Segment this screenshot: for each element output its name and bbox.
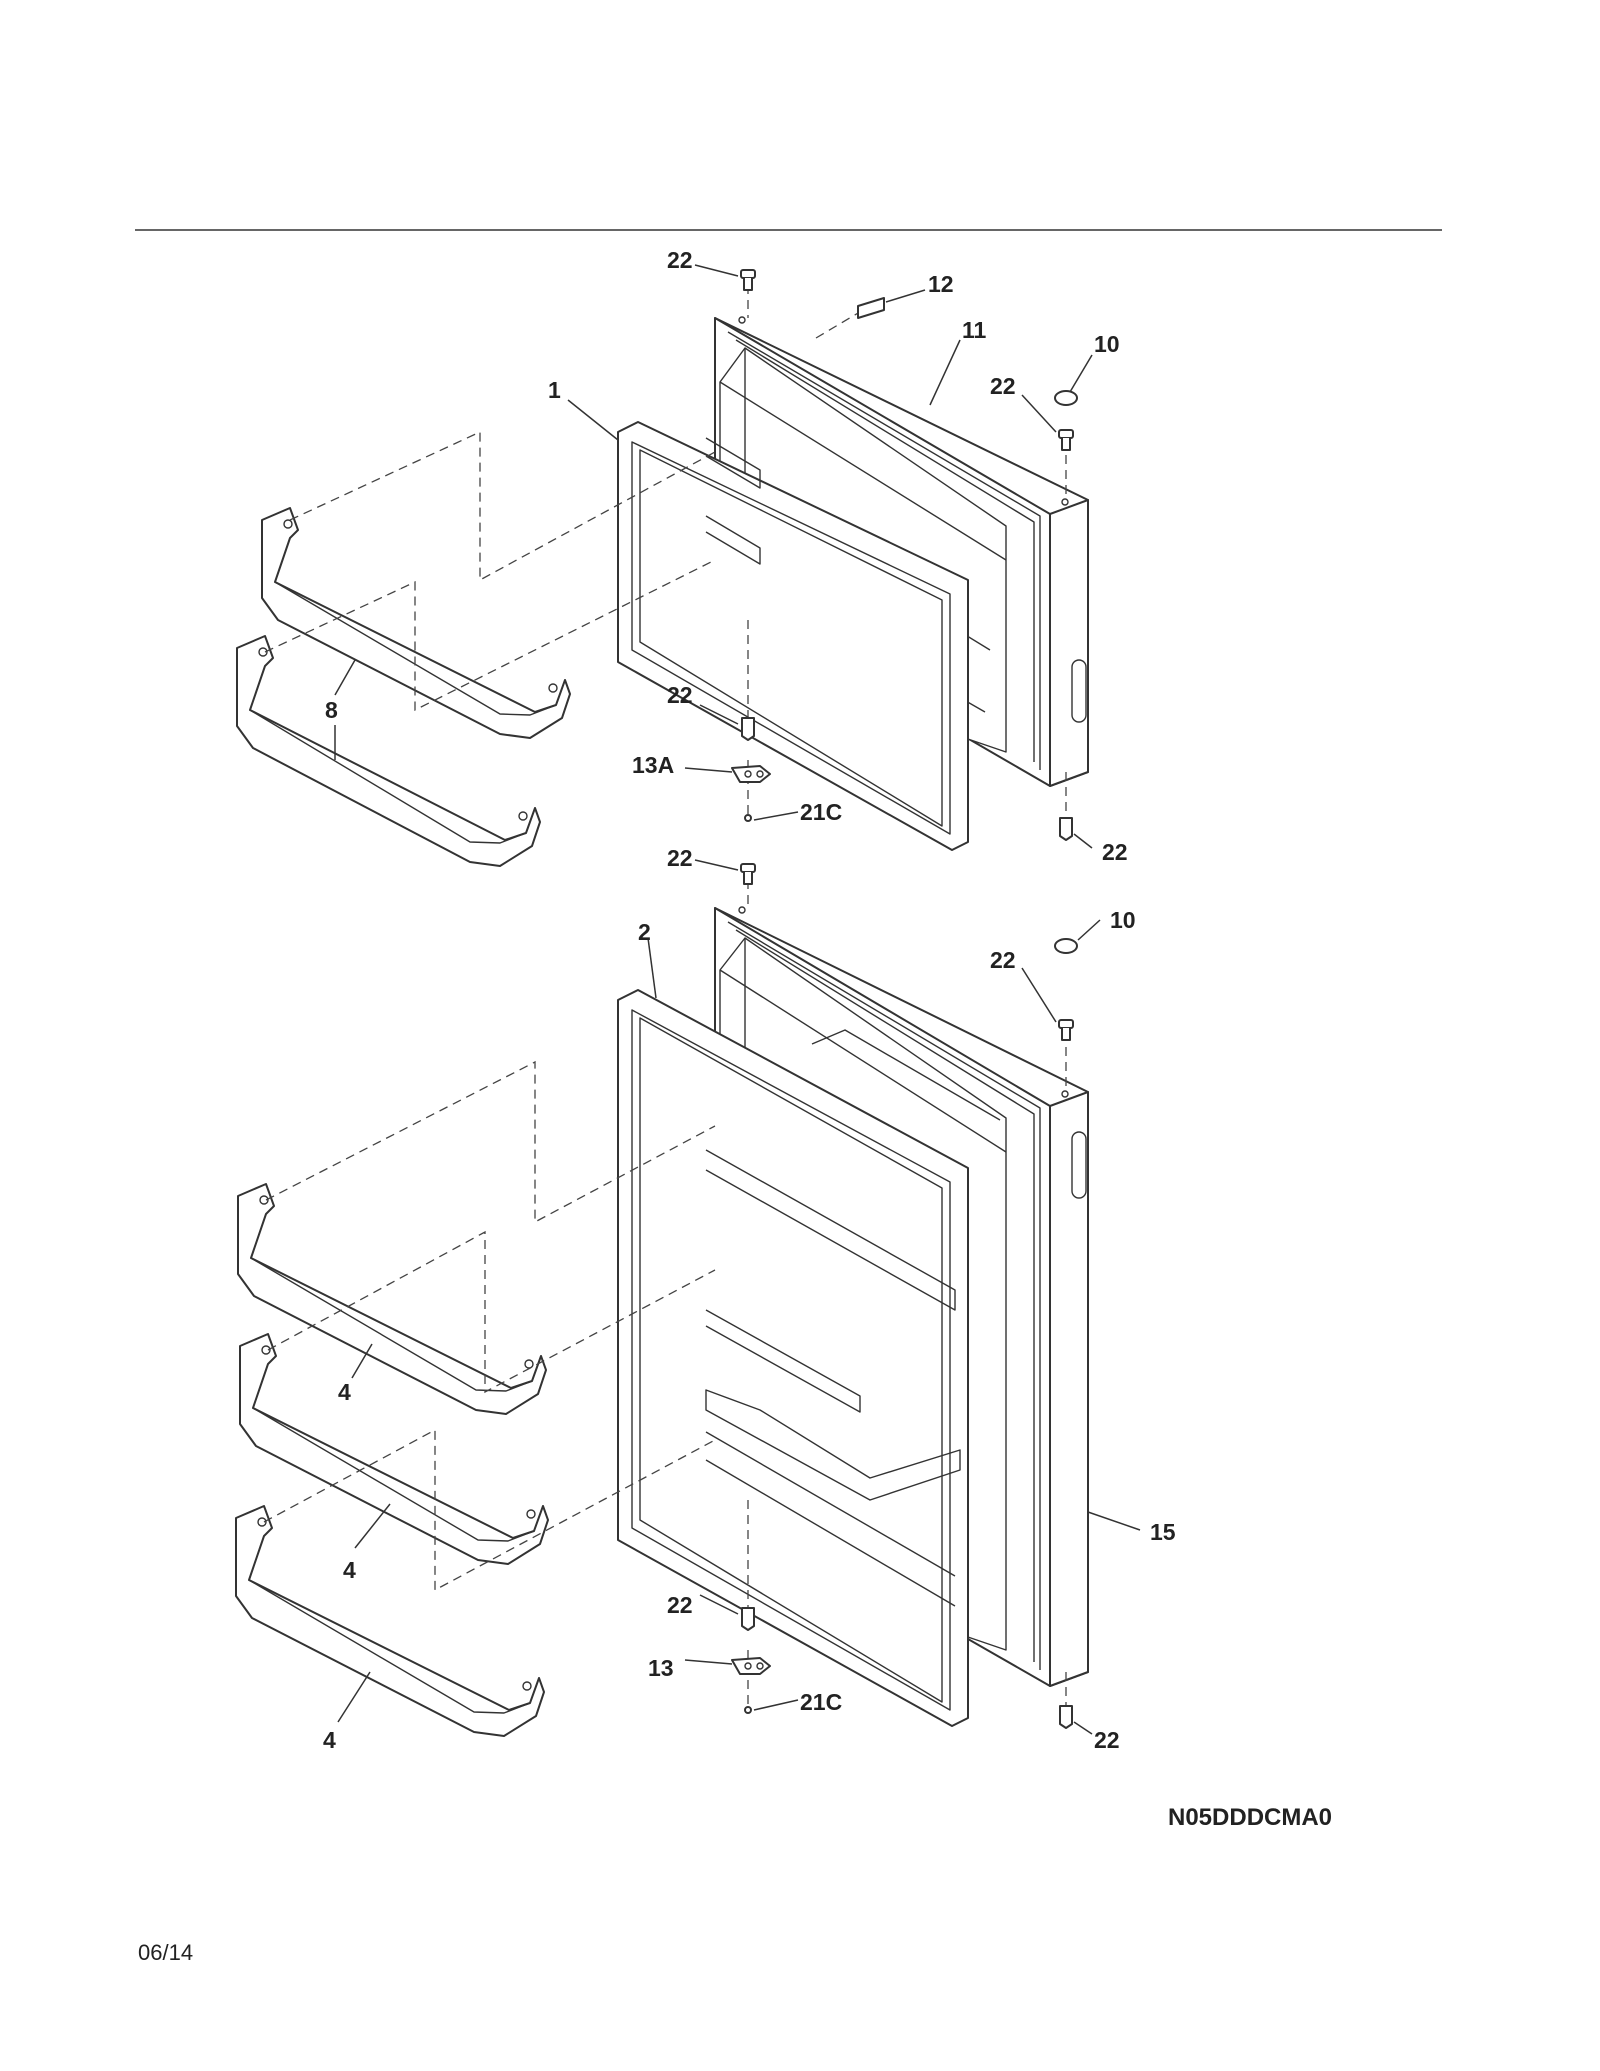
screw-22-fresh-hinge <box>1058 1019 1074 1041</box>
callout-22: 22 <box>990 947 1016 973</box>
plug-10-freezer <box>1054 390 1078 406</box>
callout-4: 4 <box>343 1557 356 1583</box>
fresh-food-door-assembly <box>617 906 1089 1727</box>
screw-22-freezer-bottom-left <box>741 717 755 741</box>
screw-22-freezer-bottom-right <box>1059 817 1073 841</box>
callout-21c: 21C <box>800 799 842 825</box>
label-12 <box>857 297 885 319</box>
callout-2: 2 <box>638 919 651 945</box>
callout-12: 12 <box>928 271 954 297</box>
screw-22-freezer-hinge <box>1058 429 1074 451</box>
fresh-food-door-bin-2 <box>239 1333 549 1565</box>
fresh-food-door-bin-1 <box>237 1183 547 1415</box>
callout-15: 15 <box>1150 1519 1176 1545</box>
fresh-food-handle-recess <box>1071 1131 1087 1199</box>
screw-22-fresh-bottom-right <box>1059 1705 1073 1729</box>
fresh-food-door-bin-3 <box>235 1505 545 1737</box>
callout-22: 22 <box>1094 1727 1120 1753</box>
callout-4: 4 <box>338 1379 351 1405</box>
freezer-door-assembly <box>617 316 1089 851</box>
freezer-door-bin-lower <box>236 635 541 867</box>
screw-21c-fresh <box>744 1706 752 1714</box>
diagram-code: N05DDDCMA0 <box>1168 1804 1332 1831</box>
callout-1: 1 <box>548 377 561 403</box>
revision-date: 06/14 <box>138 1940 193 1965</box>
screw-21c-freezer <box>744 814 752 822</box>
callout-10: 10 <box>1094 331 1120 357</box>
hinge-13 <box>731 1657 771 1675</box>
callout-4: 4 <box>323 1727 336 1753</box>
plug-10-fresh <box>1054 938 1078 954</box>
callout-22: 22 <box>667 247 693 273</box>
callout-8: 8 <box>325 697 338 723</box>
callout-11: 11 <box>962 317 987 343</box>
callout-22: 22 <box>667 845 693 871</box>
screw-22-fresh-top <box>740 863 756 885</box>
callout-10: 10 <box>1110 907 1136 933</box>
callout-13: 13 <box>648 1655 674 1681</box>
callout-22: 22 <box>667 1592 693 1618</box>
leader-lines <box>334 264 1141 1735</box>
callout-22: 22 <box>667 682 693 708</box>
freezer-door-gasket <box>617 421 969 851</box>
screw-22-fresh-bottom-left <box>741 1607 755 1631</box>
callout-13a: 13A <box>632 752 674 778</box>
callout-22: 22 <box>990 373 1016 399</box>
freezer-door-bin-upper <box>261 507 571 739</box>
freezer-handle-recess <box>1071 659 1087 723</box>
callout-21c: 21C <box>800 1689 842 1715</box>
hinge-13a <box>731 765 771 783</box>
screw-22-freezer-top <box>740 269 756 291</box>
callout-22: 22 <box>1102 839 1128 865</box>
